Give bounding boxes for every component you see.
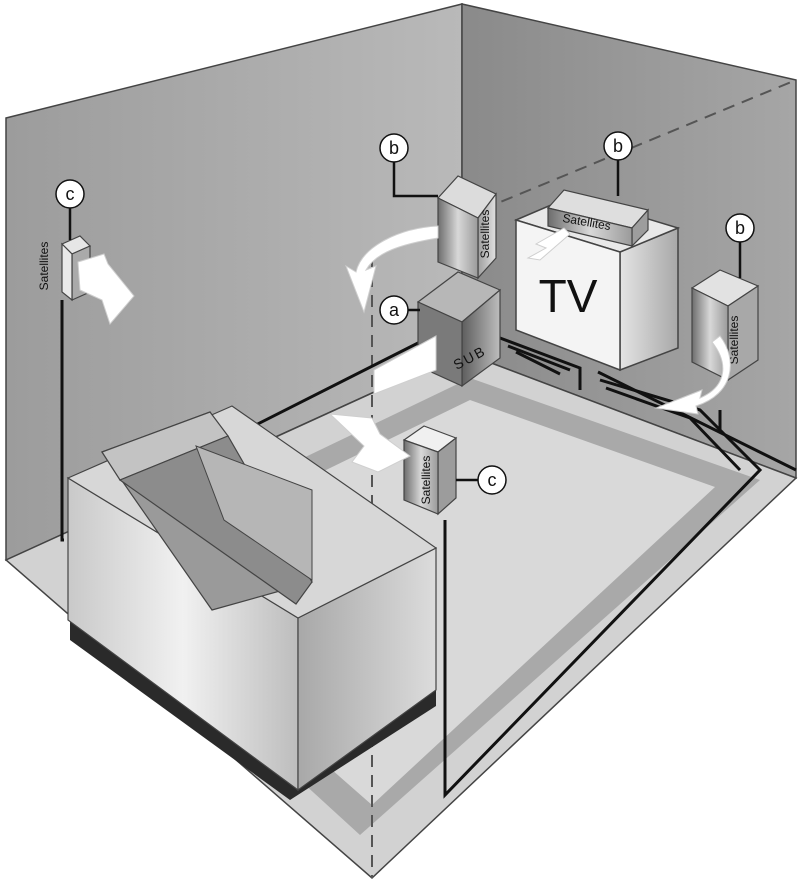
satellite-rear-right-label: Satellites: [419, 456, 433, 505]
satellite-front-left: Satellites: [438, 176, 496, 278]
callout-c-rear-right-text: c: [488, 470, 497, 490]
callout-a-text: a: [389, 300, 400, 320]
satellite-rear-right: Satellites: [404, 426, 456, 514]
callout-b-center-text: b: [613, 136, 623, 156]
satellite-front-left-label: Satellites: [478, 210, 492, 259]
callout-c-rear-left-text: c: [66, 184, 75, 204]
tv-label: TV: [539, 270, 598, 322]
callout-b-front-right-text: b: [735, 218, 745, 238]
tv-side: [620, 228, 678, 370]
callout-b-front-left-text: b: [389, 138, 399, 158]
satellite-rear-left-label: Satellites: [37, 242, 51, 291]
